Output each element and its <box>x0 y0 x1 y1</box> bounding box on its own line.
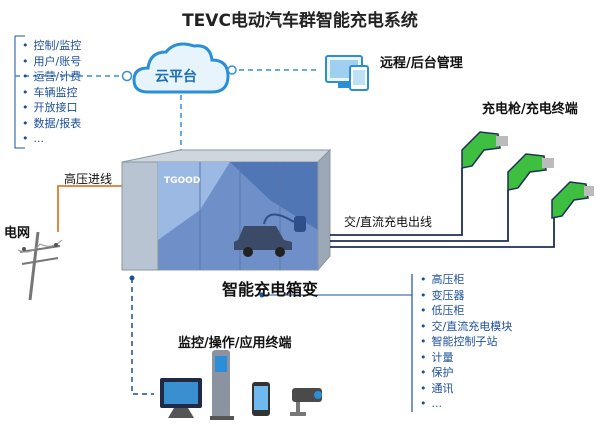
list-item: 智能控制子站 <box>420 334 512 350</box>
remote-management-label: 远程/后台管理 <box>380 56 463 71</box>
cloud-platform-label: 云平台 <box>155 69 197 85</box>
list-item: ... <box>420 396 512 412</box>
charger-gun-icon-1 <box>461 131 508 169</box>
box-terminal-link <box>131 278 154 395</box>
hv-line-label: 高压进线 <box>64 172 113 186</box>
terminal-label: 监控/操作/应用终端 <box>178 336 292 351</box>
camera-icon <box>290 388 322 416</box>
list-item: 低压柜 <box>420 303 512 319</box>
page-title: TEVC电动汽车群智能充电系统 <box>182 11 418 31</box>
kiosk-icon <box>210 350 234 420</box>
list-item: 交/直流充电模块 <box>420 319 513 335</box>
list-item: 用户/账号 <box>22 54 82 70</box>
grid-label: 电网 <box>4 226 31 241</box>
list-item: 开放接口 <box>22 100 81 116</box>
list-item: 车辆监控 <box>22 85 81 101</box>
output-line-2 <box>330 190 509 242</box>
box-component-list: 高压柜 变压器 低压柜 交/直流充电模块 智能控制子站 计量 保护 通讯 ... <box>420 272 513 412</box>
cloud-icon <box>132 42 230 94</box>
list-cloud-node <box>121 70 133 82</box>
remote-devices-icon <box>325 55 369 91</box>
monitor-icon <box>160 378 202 418</box>
output-line-3 <box>330 218 555 248</box>
list-item: 数据/报表 <box>22 116 82 132</box>
list-item: 通讯 <box>420 381 512 397</box>
charging-box-illustration <box>121 148 332 272</box>
list-item: 计量 <box>420 350 512 366</box>
hv-line <box>57 185 122 232</box>
box-label: 智能充电箱变 <box>222 280 319 299</box>
list-item: 变压器 <box>420 288 512 304</box>
cloud-function-list: 控制/监控 用户/账号 运营/计费 车辆监控 开放接口 数据/报表 ... <box>22 38 82 147</box>
charger-label: 充电枪/充电终端 <box>482 102 578 117</box>
output-line-label: 交/直流充电出线 <box>344 215 433 229</box>
charger-gun-icon-3 <box>551 181 594 219</box>
list-item: 运营/计费 <box>22 69 82 85</box>
cloud-list-bracket <box>14 35 25 149</box>
list-item: 高压柜 <box>420 272 512 288</box>
list-item: 保护 <box>420 365 512 381</box>
output-line-1 <box>330 168 463 236</box>
list-item: 控制/监控 <box>22 38 82 54</box>
charger-gun-icon-2 <box>507 153 554 191</box>
phone-icon <box>252 382 270 416</box>
power-pole-icon <box>17 231 63 301</box>
list-item: ... <box>22 131 81 147</box>
box-brand: TGOOD <box>164 176 201 186</box>
